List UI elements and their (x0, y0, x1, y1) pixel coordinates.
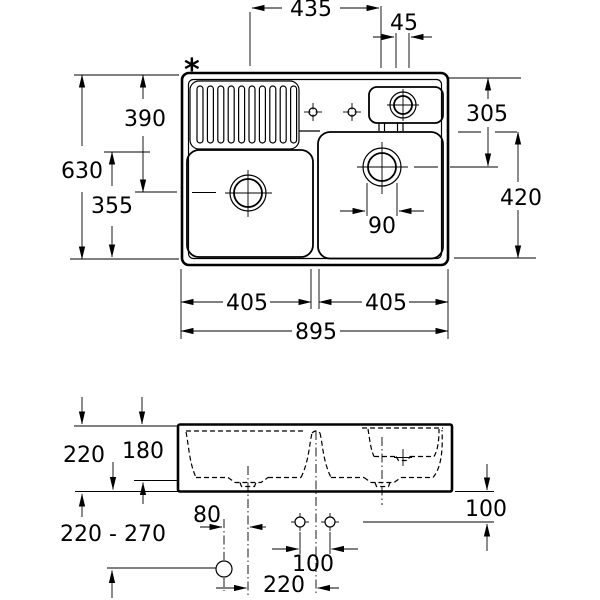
drainboard-rib (196, 85, 204, 144)
tap-ledge (368, 86, 444, 131)
drainboard-rib (248, 85, 256, 144)
dim-label: 435 (290, 0, 332, 22)
tap-hole-mark (343, 103, 361, 121)
right-bowl (317, 131, 444, 260)
sink-front-view (176, 423, 454, 596)
drainboard-rib (217, 85, 225, 144)
dim-label: 45 (390, 11, 418, 36)
right-drain (357, 142, 438, 194)
dimension-90: 90 (340, 183, 424, 239)
dimensions-top-view: 435 45 630 390 355 (61, 0, 542, 345)
drainboard-rib (206, 85, 214, 144)
drainboard-rib (269, 85, 277, 144)
dim-label: 220 (63, 443, 105, 468)
dimension-220-drains: 220 (216, 573, 339, 598)
dim-label: 180 (122, 439, 164, 464)
drainboard-rib (290, 85, 298, 144)
drain-outlet-hole (215, 560, 233, 578)
dimension-100-right: 100 (363, 464, 507, 551)
dim-label: 630 (61, 159, 103, 184)
sink-top-view (180, 71, 450, 267)
dim-label: 355 (91, 194, 133, 219)
dim-label: 405 (365, 291, 407, 316)
dimension-180-depth: 180 (122, 397, 177, 504)
dimension-630: 630 (61, 74, 179, 260)
dim-label: 90 (368, 214, 396, 239)
tap-deck (299, 86, 444, 132)
dim-label: 220 (263, 573, 305, 598)
dimension-390: 390 (124, 74, 177, 193)
footnote-asterisk: * (184, 53, 200, 88)
dim-label: 220 - 270 (60, 522, 166, 547)
sink-rim-inner (187, 78, 443, 260)
drainboard (189, 80, 300, 150)
centerlines (223, 431, 383, 596)
left-drain (192, 170, 272, 217)
drainboard-rib (227, 85, 235, 144)
dimension-435: 435 (249, 0, 382, 68)
dimension-outlet-height-range: 220 - 270 (60, 493, 216, 598)
dimension-355: 355 (91, 151, 150, 258)
bowl-profiles-hidden (185, 427, 443, 488)
sink-outer-edge (180, 71, 450, 267)
dimension-895: 895 (180, 320, 449, 345)
dim-label: 80 (193, 503, 221, 528)
drainboard-rib (238, 85, 246, 144)
dimension-405-left: 405 (180, 269, 312, 339)
dim-label: 305 (466, 102, 508, 127)
front-outline (176, 423, 454, 493)
tap-hole-mark (304, 103, 322, 121)
dimension-45: 45 (373, 11, 432, 68)
drainboard-rib (279, 85, 287, 144)
dim-label: 390 (124, 107, 166, 132)
dim-label: 100 (292, 552, 334, 577)
drainboard-rib (258, 85, 266, 144)
mounting-hole-mark (291, 513, 309, 531)
dim-label: 100 (465, 497, 507, 522)
left-bowl (186, 149, 314, 258)
dim-label: 895 (295, 320, 337, 345)
dimension-420: 420 (454, 131, 542, 259)
dimensions-front-view: 220 180 220 - 270 80 100 (60, 397, 507, 598)
dim-label: 420 (500, 186, 542, 211)
mounting-hole-mark (321, 513, 339, 531)
dimension-220-height: 220 (63, 397, 117, 491)
dimension-80: 80 (193, 503, 266, 531)
dimension-405-right: 405 (318, 269, 449, 339)
dim-label: 405 (226, 291, 268, 316)
dimension-100-holes: 100 (272, 532, 358, 577)
dimension-305: 305 (449, 77, 521, 168)
